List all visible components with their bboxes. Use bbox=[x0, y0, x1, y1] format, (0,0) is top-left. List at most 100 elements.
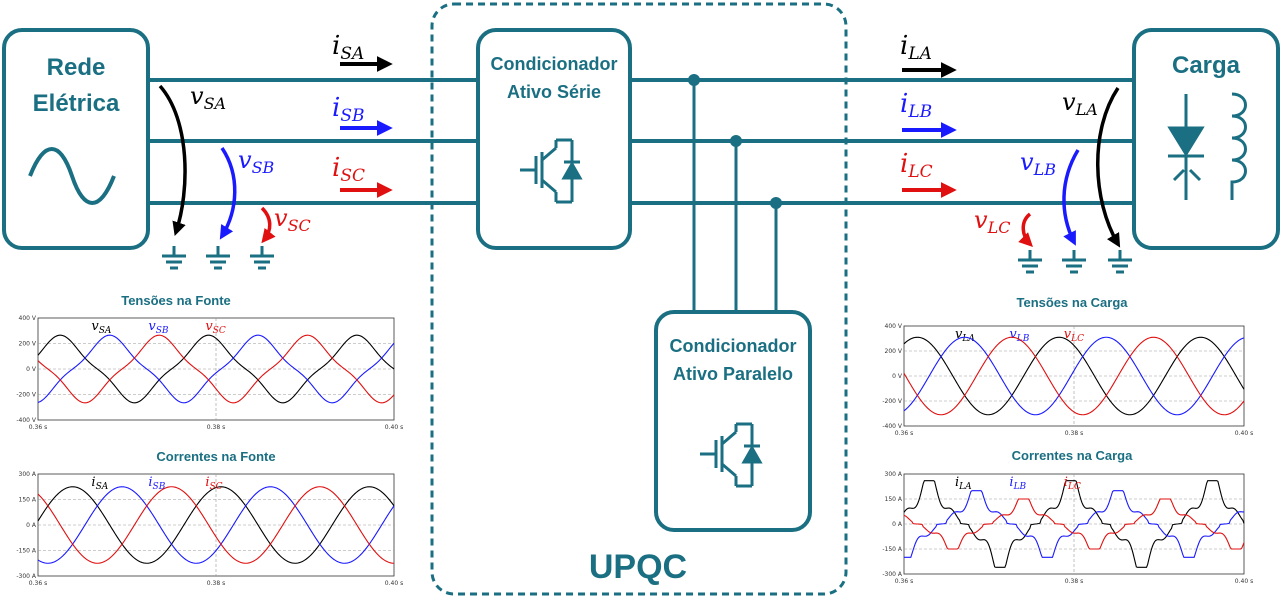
y-tick-label: -150 A bbox=[16, 548, 37, 555]
parallel-conditioner-block: Condicionador Ativo Paralelo bbox=[654, 310, 812, 532]
x-tick-label: 0.36 s bbox=[29, 424, 47, 431]
series-label: iSA bbox=[91, 475, 108, 492]
y-tick-label: 200 V bbox=[885, 348, 903, 355]
chart-title: Tensões na Fonte bbox=[121, 293, 231, 308]
chart-source-currents: Correntes na Fonte 300 A 150 A 0 A -150 A -30… bbox=[16, 449, 403, 587]
label-isb: iSB bbox=[332, 93, 364, 126]
x-tick-label: 0.38 s bbox=[207, 580, 225, 587]
y-tick-label: 150 A bbox=[19, 497, 37, 504]
label-vsa: vSA bbox=[190, 82, 226, 113]
y-tick-label: 400 V bbox=[19, 315, 37, 322]
series-conditioner-block: Condicionador Ativo Série bbox=[476, 28, 632, 250]
series-line bbox=[37, 486, 395, 564]
chart-load-currents: Correntes na Carga 300 A 150 A 0 A -150 A -30… bbox=[882, 448, 1253, 585]
sine-icon bbox=[28, 147, 116, 205]
y-tick-label: 300 A bbox=[885, 471, 903, 478]
three-phase-lines bbox=[148, 74, 1134, 312]
y-tick-label: 0 A bbox=[26, 522, 37, 529]
y-tick-label: -300 A bbox=[882, 571, 903, 578]
y-tick-label: 400 V bbox=[885, 323, 903, 330]
y-tick-label: 0 A bbox=[892, 521, 903, 528]
load-voltage-arrows: vLA vLB vLC bbox=[974, 87, 1121, 248]
igbt-icon bbox=[520, 138, 583, 204]
y-tick-label: -200 V bbox=[16, 392, 37, 399]
label-isc: iSC bbox=[332, 153, 365, 186]
series-label: vLC bbox=[1064, 327, 1084, 344]
label-vsb: vSB bbox=[238, 146, 275, 177]
series-label: vLB bbox=[1009, 327, 1029, 344]
y-tick-label: -150 A bbox=[882, 546, 903, 553]
series-label: vSB bbox=[148, 319, 169, 336]
series-line bbox=[903, 336, 1245, 416]
x-tick-label: 0.40 s bbox=[1235, 430, 1253, 437]
series-line bbox=[903, 498, 1245, 550]
chart-title: Correntes na Carga bbox=[1012, 448, 1133, 463]
grid-block: Rede Elétrica bbox=[2, 28, 150, 250]
series-line bbox=[37, 486, 395, 564]
inductor-icon bbox=[1230, 92, 1247, 200]
load-block: Carga bbox=[1132, 28, 1280, 250]
chart-source-voltages: Tensões na Fonte 400 V 200 V 0 V -200 V -400 … bbox=[16, 293, 403, 431]
label-ilc: iLC bbox=[900, 149, 933, 182]
parallel-title-line1: Condicionador bbox=[670, 336, 797, 356]
label-vlb: vLB bbox=[1020, 148, 1056, 179]
label-vla: vLA bbox=[1062, 88, 1098, 119]
chart-title: Tensões na Carga bbox=[1016, 295, 1128, 310]
y-tick-label: -200 V bbox=[882, 398, 903, 405]
junction-dot bbox=[770, 197, 782, 209]
junction-dot bbox=[730, 135, 742, 147]
series-title-line2: Ativo Série bbox=[507, 82, 601, 102]
x-tick-label: 0.40 s bbox=[385, 580, 403, 587]
ground-icons-load bbox=[1018, 250, 1132, 274]
load-title: Carga bbox=[1172, 52, 1241, 79]
label-isa: iSA bbox=[332, 31, 364, 64]
series-line bbox=[903, 336, 1245, 416]
x-tick-label: 0.38 s bbox=[1065, 578, 1083, 585]
label-vsc: vSC bbox=[274, 204, 311, 235]
y-tick-label: 200 V bbox=[19, 341, 37, 348]
y-tick-label: -400 V bbox=[16, 417, 37, 424]
label-ila: iLA bbox=[900, 31, 932, 64]
x-tick-label: 0.36 s bbox=[895, 430, 913, 437]
label-vlc: vLC bbox=[974, 206, 1010, 237]
series-label: vSC bbox=[205, 319, 226, 336]
series-title-line1: Condicionador bbox=[491, 54, 618, 74]
x-tick-label: 0.36 s bbox=[895, 578, 913, 585]
grid-title-line2: Elétrica bbox=[33, 90, 120, 117]
x-tick-label: 0.38 s bbox=[207, 424, 225, 431]
chart-title: Correntes na Fonte bbox=[156, 449, 275, 464]
label-ilb: iLB bbox=[900, 89, 932, 122]
series-label: iLC bbox=[1064, 475, 1081, 492]
series-line bbox=[903, 480, 1245, 568]
series-label: iLA bbox=[955, 475, 972, 492]
y-tick-label: 0 V bbox=[26, 366, 37, 373]
series-line bbox=[37, 334, 395, 404]
x-tick-label: 0.36 s bbox=[29, 580, 47, 587]
series-label: iLB bbox=[1009, 475, 1026, 492]
grid-title-line1: Rede bbox=[47, 54, 106, 81]
x-tick-label: 0.40 s bbox=[1235, 578, 1253, 585]
y-tick-label: -300 A bbox=[16, 573, 37, 580]
series-line bbox=[904, 490, 1245, 558]
series-line bbox=[903, 336, 1245, 416]
junction-dot bbox=[688, 74, 700, 86]
ground-icons-source bbox=[162, 246, 274, 270]
source-voltage-arrows: vSA vSB vSC bbox=[158, 82, 311, 244]
y-tick-label: 0 V bbox=[892, 373, 903, 380]
thyristor-icon bbox=[1167, 94, 1205, 200]
series-label: iSC bbox=[205, 475, 222, 492]
upqc-boundary bbox=[430, 2, 848, 596]
source-current-labels: iSA iSB iSC bbox=[332, 31, 393, 198]
series-line bbox=[37, 334, 395, 404]
igbt-icon bbox=[700, 422, 763, 488]
y-tick-label: 300 A bbox=[19, 471, 37, 478]
series-label: vSA bbox=[91, 319, 112, 336]
load-current-labels: iLA iLB iLC bbox=[900, 31, 957, 198]
x-tick-label: 0.38 s bbox=[1065, 430, 1083, 437]
series-label: vLA bbox=[955, 327, 975, 344]
y-tick-label: 150 A bbox=[885, 496, 903, 503]
upqc-label: UPQC bbox=[589, 548, 687, 586]
parallel-title-line2: Ativo Paralelo bbox=[673, 364, 793, 384]
